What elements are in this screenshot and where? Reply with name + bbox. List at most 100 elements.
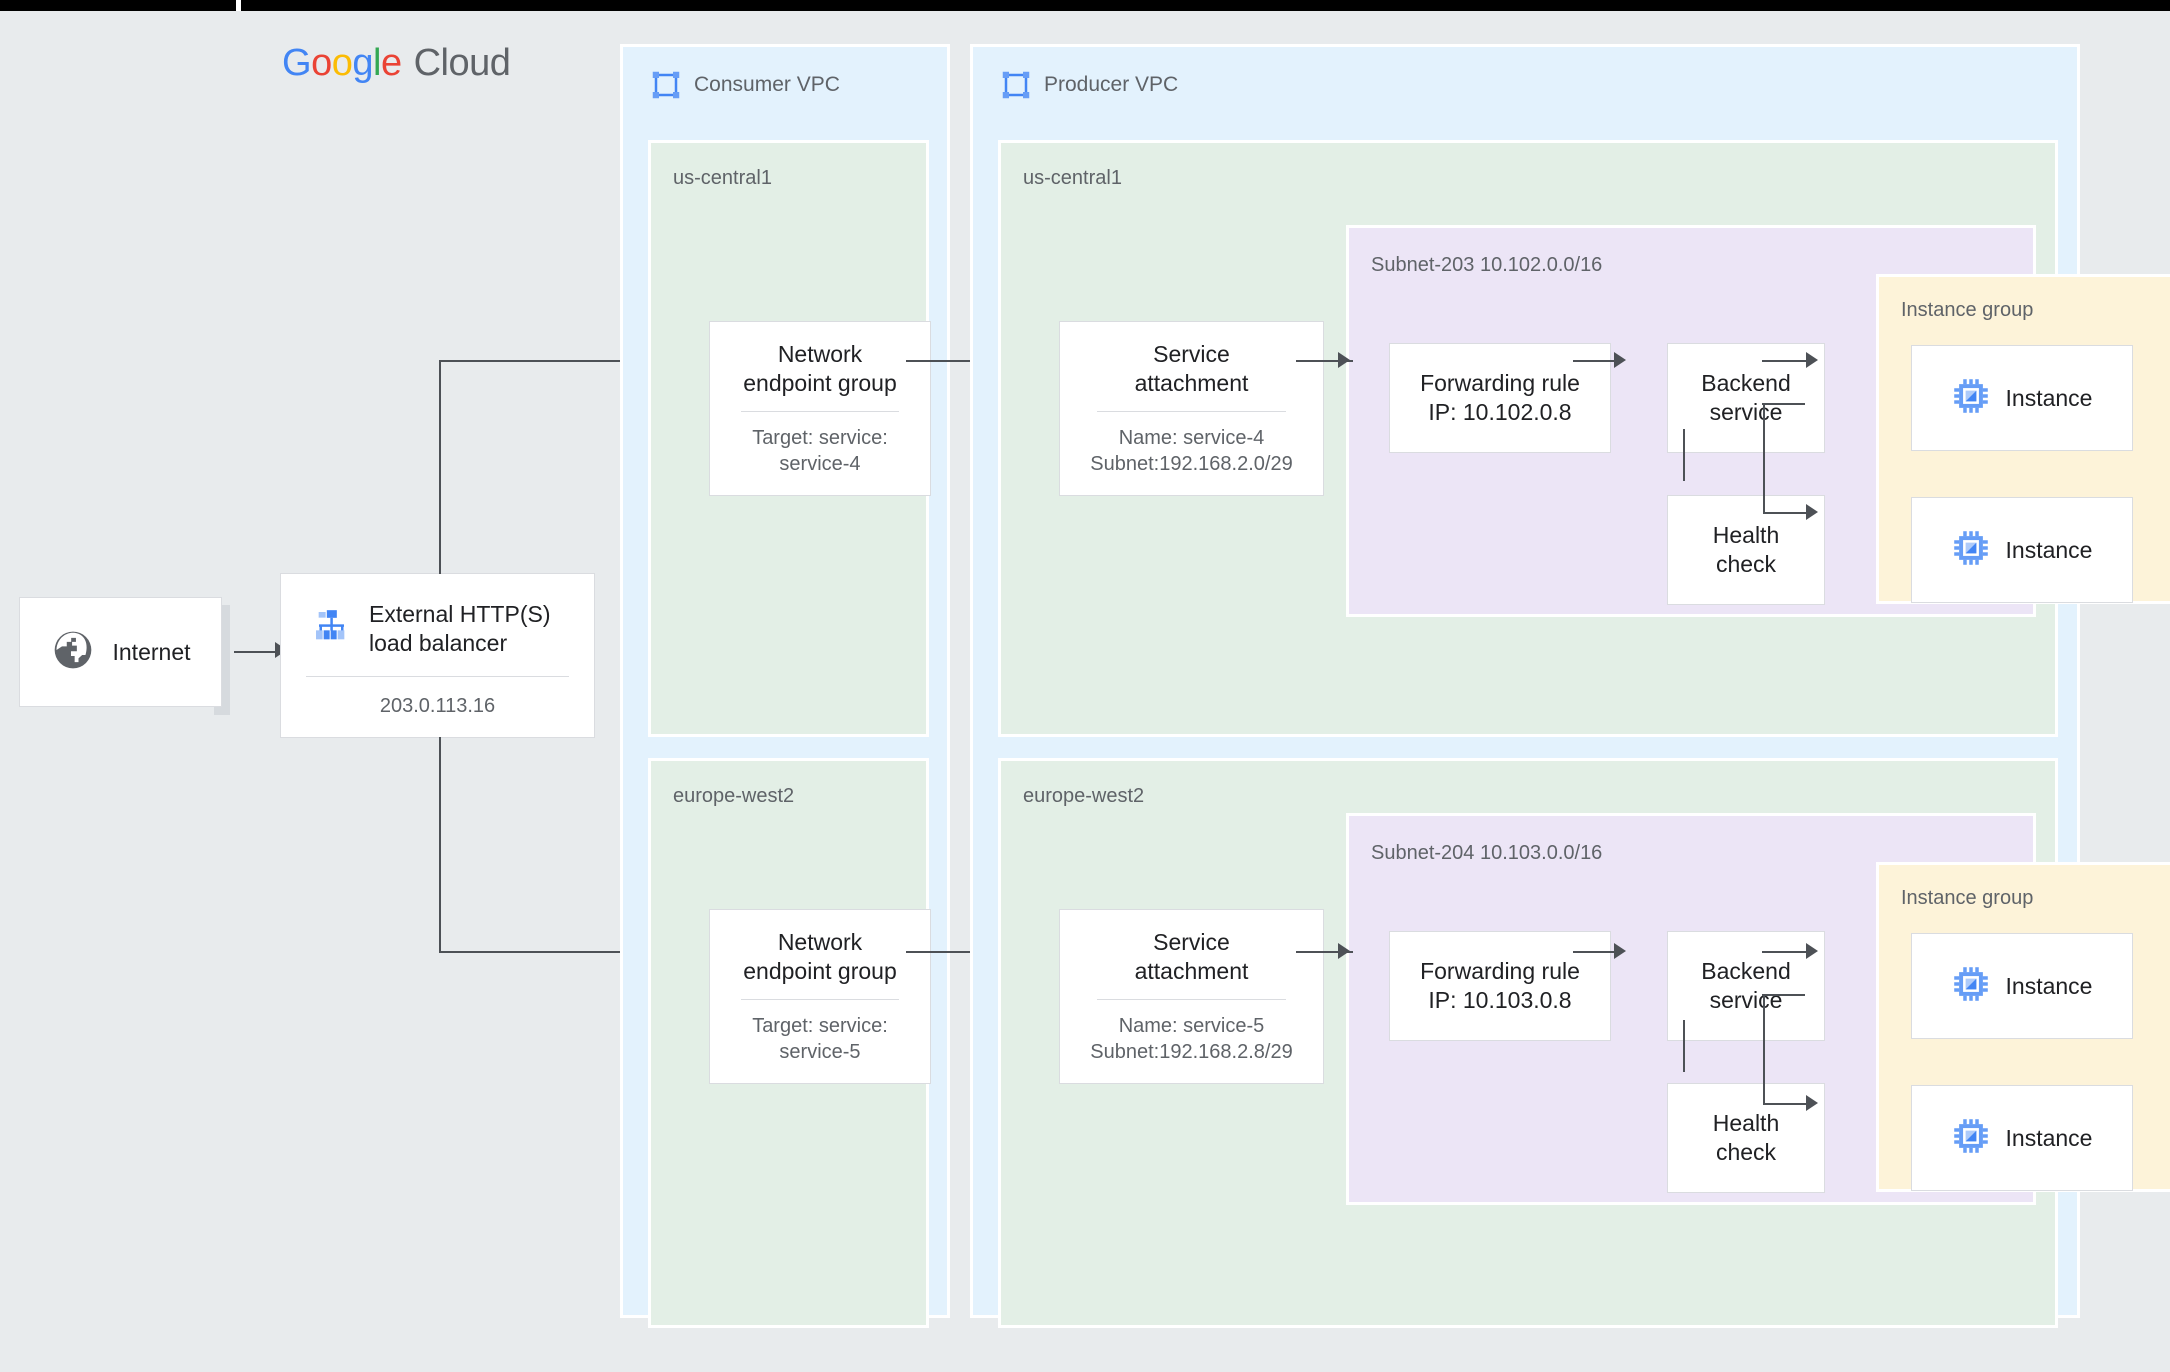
connector-bs-to-instance-1a [1762,360,1814,362]
arrowhead-fr-to-bs-2 [1614,943,1626,959]
load-balancer-divider [306,675,569,677]
instance-group-2: Instance group [1876,862,2170,1192]
service-attachment-2: Service attachment Name: service-5 Subne… [1059,909,1324,1084]
logo-letter-g2: g [352,42,373,84]
globe-icon [51,628,95,677]
forwarding-rule-text-1: Forwarding rule IP: 10.102.0.8 [1420,370,1580,425]
subnet-204-label: Subnet-204 10.103.0.0/16 [1371,842,1603,864]
consumer-vpc-container: Consumer VPC us-central1 Network endpoin… [620,44,950,1328]
connector-fr-to-bs-1 [1573,360,1619,362]
backend-service-text-2: Backend service [1701,958,1791,1013]
service-attachment-1: Service attachment Name: service-4 Subne… [1059,321,1324,496]
consumer-region-us-central1: us-central1 Network endpoint group Targe… [648,140,931,737]
instance-2-b-label: Instance [2005,1124,2093,1151]
logo-letter-l: l [372,42,381,84]
connector-lb-to-neg-2 [439,951,679,953]
connector-fr-to-bs-2 [1573,951,1619,953]
producer-region-label-2: europe-west2 [1023,785,1145,807]
arrowhead-bs-to-instance-1b [1806,504,1818,520]
logo-letter-g1: G [282,42,312,84]
connector-bs-to-instance-2b-bottom [1763,1103,1814,1105]
forwarding-rule-1: Forwarding rule IP: 10.102.0.8 [1389,343,1611,453]
instance-2-a: Instance [1911,933,2133,1039]
service-attachment-sub-2: Name: service-5 Subnet:192.168.2.8/29 [1090,1014,1293,1063]
connector-internet-to-lb [234,651,280,653]
consumer-vpc-header: Consumer VPC [651,70,840,100]
subnet-204-container: Subnet-204 10.103.0.0/16 Forwarding rule… [1346,813,2170,1205]
instance-group-label-2: Instance group [1901,887,2034,909]
cpu-chip-icon [1952,377,1990,420]
arrowhead-bs-to-instance-2b [1806,1095,1818,1111]
producer-region-europe-west2: europe-west2 Service attachment Name: se… [998,758,2170,1328]
instance-1-b-label: Instance [2005,536,2093,563]
connector-bs-to-instance-1b-vert [1763,403,1765,513]
instance-2-a-label: Instance [2005,972,2093,999]
connector-bs-to-instance-2b-top [1762,994,1805,996]
connector-bs-to-instance-1b-top [1762,403,1805,405]
connector-sa-to-fr-2 [1296,951,1353,953]
subnet-203-container: Subnet-203 10.102.0.0/16 Forwarding rule… [1346,225,2170,617]
connector-lb-to-neg-1 [439,360,679,362]
vpc-icon [651,70,681,100]
connector-bs-to-instance-1b-bottom [1763,512,1814,514]
cpu-chip-icon [1952,1117,1990,1160]
service-attachment-title-1: Service attachment [1134,341,1249,396]
connector-sa-to-fr-1 [1296,360,1353,362]
instance-group-1: Instance group [1876,274,2170,604]
cpu-chip-icon [1952,965,1990,1008]
producer-vpc-container: Producer VPC us-central1 Service attachm… [970,44,2170,1328]
load-balancer-icon [311,606,351,651]
arrowhead-bs-to-instance-1a [1806,352,1818,368]
instance-1-b: Instance [1911,497,2133,603]
connector-bs-to-instance-2b-vert [1763,994,1765,1104]
neg-title-2: Network endpoint group [743,929,897,984]
producer-region-label-1: us-central1 [1023,167,1122,189]
service-attachment-divider-1 [1096,410,1287,412]
internet-node: Internet [19,597,222,707]
connector-bs-to-hc-2 [1683,1020,1685,1072]
service-attachment-title-2: Service attachment [1134,929,1249,984]
arrowhead-bs-to-instance-2a [1806,943,1818,959]
vpc-icon [1001,70,1031,100]
network-endpoint-group-1: Network endpoint group Target: service: … [709,321,931,496]
network-endpoint-group-2: Network endpoint group Target: service: … [709,909,931,1084]
instance-1-a: Instance [1911,345,2133,451]
instance-2-b: Instance [1911,1085,2133,1191]
load-balancer-title: External HTTP(S) load balancer [369,601,551,656]
logo-letter-o1: o [311,42,332,84]
backend-service-2: Backend service [1667,931,1825,1041]
logo-letter-o2: o [331,42,353,84]
backend-service-text-1: Backend service [1701,370,1791,425]
health-check-text-2: Health check [1712,1110,1780,1165]
arrowhead-fr-to-bs-1 [1614,352,1626,368]
internet-label: Internet [112,638,191,665]
logo-word-cloud: Cloud [413,42,511,84]
neg-sub-2: Target: service: service-5 [752,1014,888,1063]
service-attachment-divider-2 [1096,998,1287,1000]
producer-region-us-central1: us-central1 Service attachment Name: ser… [998,140,2170,737]
producer-vpc-title: Producer VPC [1044,73,1179,96]
top-black-bar [0,0,2170,11]
consumer-region-label-2: europe-west2 [673,785,795,807]
neg-divider-1 [740,410,900,412]
connector-lb-trunk-down [439,737,441,953]
connector-bs-to-hc-1 [1683,429,1685,481]
producer-vpc-header: Producer VPC [1001,70,1178,100]
service-attachment-sub-1: Name: service-4 Subnet:192.168.2.0/29 [1090,426,1293,475]
consumer-region-europe-west2: europe-west2 Network endpoint group Targ… [648,758,931,1328]
neg-sub-1: Target: service: service-4 [752,426,888,475]
neg-title-1: Network endpoint group [743,341,897,396]
top-bar-notch [236,0,241,11]
consumer-vpc-title: Consumer VPC [694,73,840,96]
consumer-region-label-1: us-central1 [673,167,772,189]
cpu-chip-icon [1952,529,1990,572]
instance-1-a-label: Instance [2005,384,2093,411]
health-check-2: Health check [1667,1083,1825,1193]
connector-lb-trunk-up [439,360,441,574]
instance-group-label-1: Instance group [1901,299,2034,321]
health-check-text-1: Health check [1712,522,1780,577]
load-balancer-ip: 203.0.113.16 [379,694,496,717]
backend-service-1: Backend service [1667,343,1825,453]
